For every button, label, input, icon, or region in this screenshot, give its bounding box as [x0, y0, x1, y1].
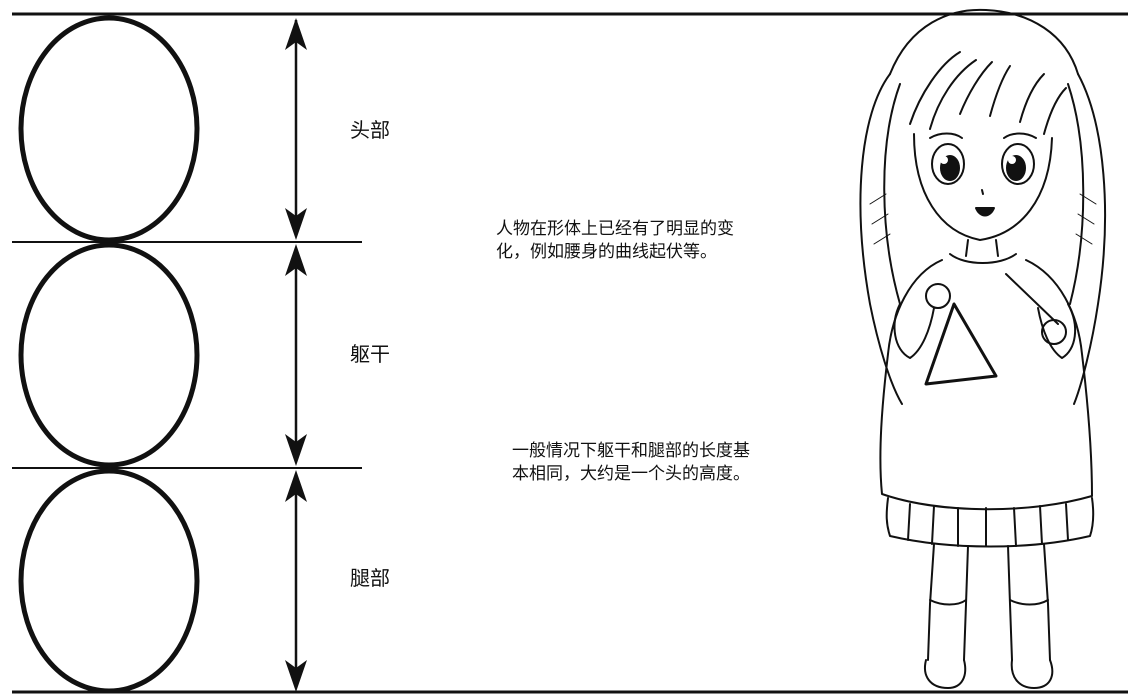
legs-label: 腿部 [350, 566, 390, 590]
proportion-note-line-2: 本相同，大约是一个头的高度。 [512, 464, 750, 484]
torso-label: 躯干 [350, 342, 390, 366]
body-shape-note: 人物在形体上已经有了明显的变 化，例如腰身的曲线起伏等。 [496, 218, 734, 264]
character-illustration [859, 8, 1107, 689]
proportion-note-line-1: 一般情况下躯干和腿部的长度基 [512, 441, 750, 461]
body-shape-note-line-1: 人物在形体上已经有了明显的变 [496, 219, 734, 239]
head-label: 头部 [350, 118, 390, 142]
body-shape-note-line-2: 化，例如腰身的曲线起伏等。 [496, 242, 717, 262]
head-measure-arrow [285, 18, 307, 240]
legs-oval [18, 468, 200, 694]
head-oval [18, 15, 200, 243]
torso-measure-arrow [285, 244, 307, 466]
legs-measure-arrow [285, 470, 307, 692]
proportion-note: 一般情况下躯干和腿部的长度基 本相同，大约是一个头的高度。 [512, 440, 750, 486]
torso-oval [18, 242, 200, 468]
